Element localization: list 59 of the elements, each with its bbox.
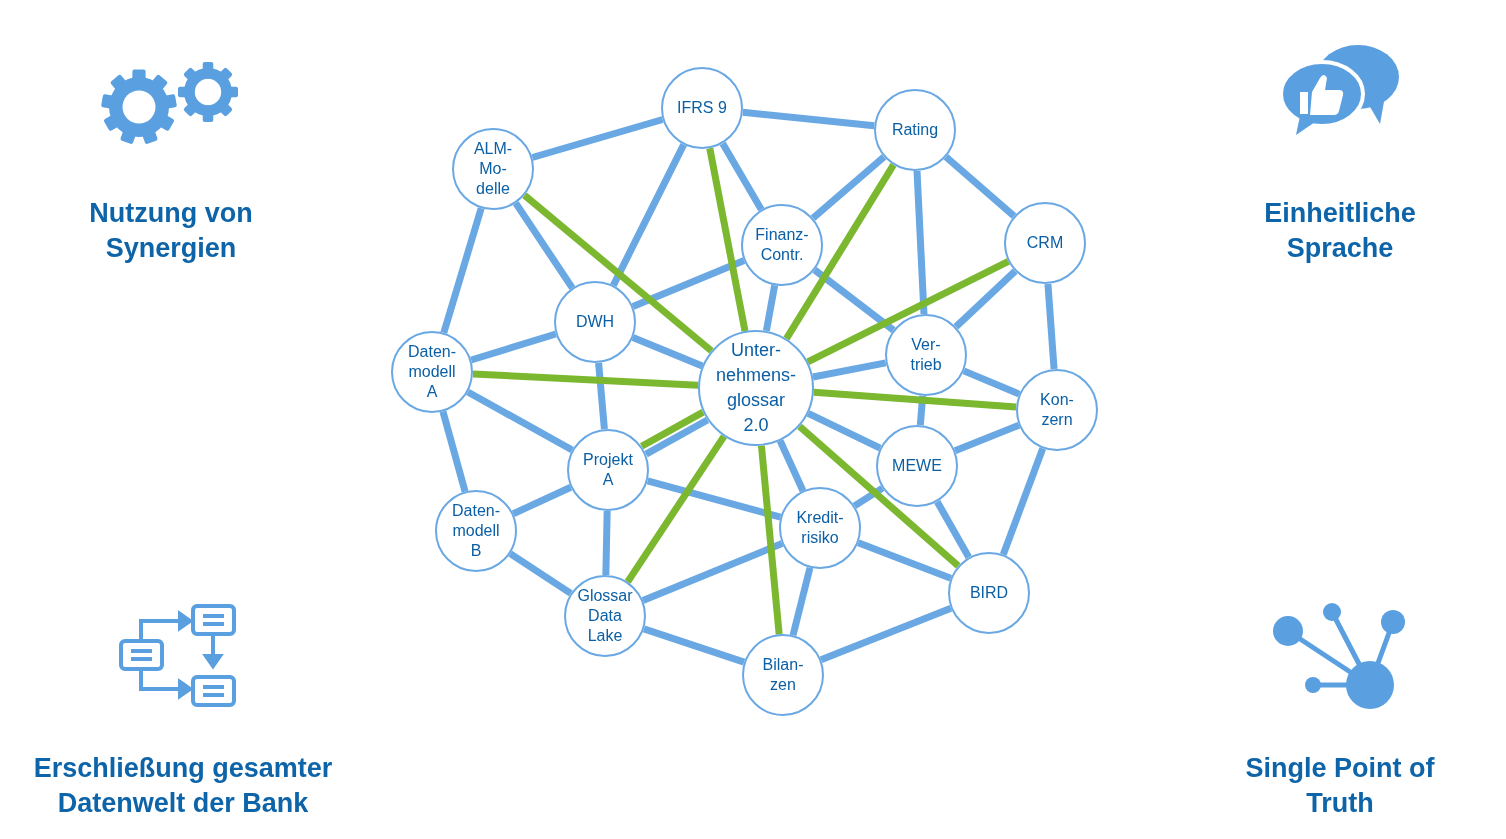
connector-line <box>953 268 1018 330</box>
connector-line <box>852 485 885 509</box>
connector-line <box>602 510 611 576</box>
connector-line <box>953 422 1021 454</box>
connector-line <box>640 409 705 450</box>
connector-line <box>783 163 897 341</box>
connector-line <box>776 439 807 493</box>
connector-line <box>706 147 749 332</box>
connector-line <box>644 417 710 458</box>
topic-label: Bilan- zen <box>761 655 805 695</box>
topic-label: Rating <box>890 120 940 140</box>
benefit-heading: Single Point of Truth <box>1244 752 1436 820</box>
connector-line <box>857 539 952 582</box>
topic-label: Kon- zern <box>1039 390 1075 430</box>
connector-line <box>810 154 887 221</box>
connector-line <box>742 108 875 130</box>
connector-line <box>508 550 573 597</box>
connector-line <box>962 367 1021 398</box>
connector-line <box>641 540 784 604</box>
topic-label: Kredit- risiko <box>795 508 845 548</box>
topic-label: ALM- Mo- delle <box>472 139 514 199</box>
connector-line <box>812 267 896 333</box>
connector-line <box>512 201 576 290</box>
connector-line <box>631 334 704 370</box>
connector-line <box>511 484 573 517</box>
connector-line <box>466 388 574 454</box>
connector-line <box>913 170 928 315</box>
topic-label: Finanz- Contr. <box>754 225 810 265</box>
connector-line <box>595 362 608 430</box>
connector-line <box>813 388 1017 411</box>
connector-line <box>472 370 699 389</box>
topic-label: DWH <box>574 312 616 332</box>
topic-label: MEWE <box>891 456 943 476</box>
connector-line <box>624 434 727 584</box>
connector-line <box>806 258 1010 366</box>
connector-line <box>943 154 1017 219</box>
benefit-heading: Einheitliche Sprache <box>1263 197 1417 265</box>
topic-label: Ver- trieb <box>909 335 943 375</box>
topic-label: Daten- modell B <box>451 501 501 561</box>
topic-label: Unter- nehmens- glossar 2.0 <box>716 339 796 437</box>
topic-label: IFRS 9 <box>676 98 728 118</box>
connector-line <box>762 284 779 332</box>
topic-label: Daten- modell A <box>407 342 457 402</box>
connector-line <box>631 257 746 310</box>
connector-line <box>719 141 765 212</box>
benefit-heading: Erschließung gesamter Datenwelt der Bank <box>32 752 334 820</box>
benefit-heading: Nutzung von Synergien <box>88 197 254 265</box>
connector-line <box>757 445 783 635</box>
connector-line <box>1044 283 1058 370</box>
topic-label: Projekt A <box>582 450 634 490</box>
topic-label: Glossar Data Lake <box>576 586 634 646</box>
topic-label: BIRD <box>968 583 1010 603</box>
connector-line <box>934 499 972 560</box>
connector-line <box>819 604 953 664</box>
connector-line <box>797 423 961 569</box>
connector-line <box>522 192 714 354</box>
topic-label: CRM <box>1025 233 1065 253</box>
connector-line <box>806 410 882 452</box>
connector-line <box>610 143 687 287</box>
